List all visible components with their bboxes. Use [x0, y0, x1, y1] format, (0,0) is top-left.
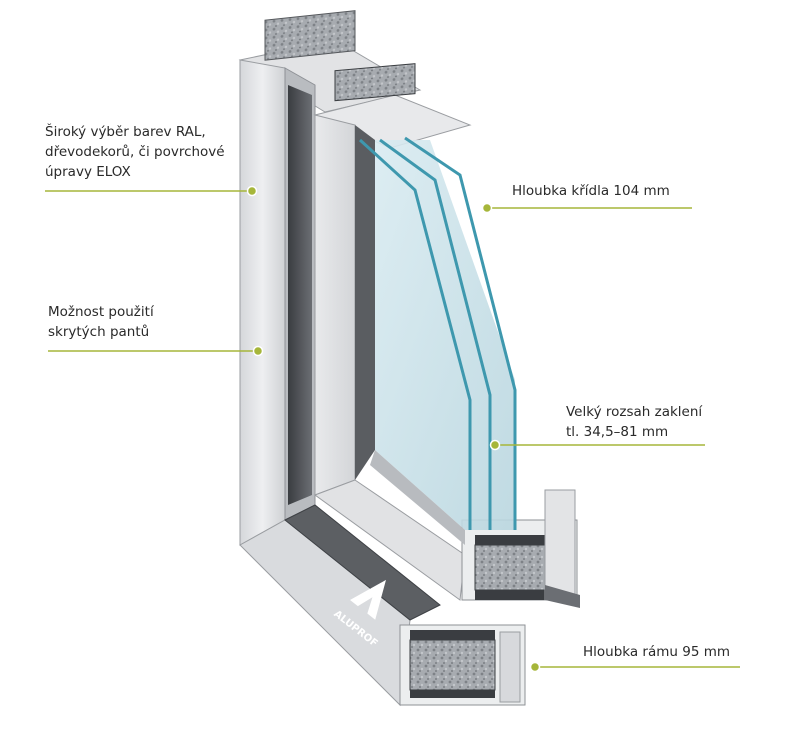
- outer-frame: [238, 10, 526, 707]
- callout-frame-depth: Hloubka rámu 95 mm: [583, 642, 730, 662]
- callout-hinges-line-1: Možnost použití: [48, 304, 154, 320]
- sash-left-inner: [355, 125, 375, 480]
- leader-colors-dot: [246, 185, 258, 197]
- callout-glazing-range: Velký rozsah zaklení tl. 34,5–81 mm: [566, 402, 702, 442]
- frame-thermal-break: [288, 85, 312, 505]
- frame-bottom-section: [399, 624, 526, 706]
- glass-body: [375, 140, 515, 530]
- callout-sash-depth-line-1: Hloubka křídla 104 mm: [512, 183, 670, 199]
- callout-frame-depth-line-1: Hloubka rámu 95 mm: [583, 644, 731, 660]
- glass-pane-3: [404, 136, 517, 530]
- sash-left-face: [314, 114, 356, 496]
- sash-bottom-section: [461, 489, 580, 608]
- frame-bottom-inner: [284, 504, 441, 621]
- sash: [313, 63, 580, 608]
- callout-sash-depth: Hloubka křídla 104 mm: [512, 181, 670, 201]
- leader-sash-depth-dot: [481, 202, 493, 214]
- callout-hinges-line-2: skrytých pantů: [48, 324, 150, 340]
- callout-hidden-hinges: Možnost použití skrytých pantů: [48, 302, 154, 342]
- callout-colors-line-3: úpravy ELOX: [45, 164, 131, 180]
- glass-pane-1: [358, 138, 472, 530]
- callout-colors-line-2: dřevodekorů, či povrchové: [45, 144, 225, 160]
- glass-bead: [370, 450, 465, 545]
- frame-top-insulation: [264, 10, 356, 61]
- callout-colors-line-1: Široký výběr barev RAL,: [45, 124, 206, 140]
- sash-top-insulation: [334, 63, 416, 102]
- glazing: [358, 136, 517, 545]
- callout-glazing-line-1: Velký rozsah zaklení: [566, 404, 703, 420]
- frame-left-jamb: [239, 59, 286, 546]
- glass-pane-2: [379, 138, 492, 530]
- leader-frame-depth-dot: [529, 661, 541, 673]
- callout-leaders: [45, 185, 740, 673]
- leader-glazing-dot: [489, 439, 501, 451]
- callout-colors-options: Široký výběr barev RAL, dřevodekorů, či …: [45, 122, 225, 182]
- leader-hinges-dot: [252, 345, 264, 357]
- callout-glazing-line-2: tl. 34,5–81 mm: [566, 424, 669, 440]
